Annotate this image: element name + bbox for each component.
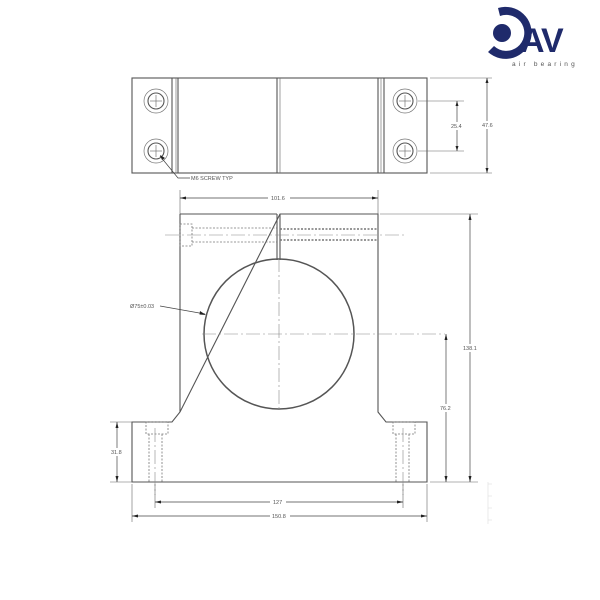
dim-base-height: 31.8: [111, 450, 122, 456]
dim-bore-diameter: Ø75±0.03: [130, 304, 154, 310]
screw-hole-icon: [143, 138, 169, 164]
dim-total-height: 138.1: [463, 346, 477, 352]
dim-base-width: 150.8: [272, 514, 286, 520]
screw-hole-icon: [392, 88, 418, 114]
top-view: M6 SCREW TYP 25.4 47.6: [131, 77, 496, 182]
dim-hole-pitch: 127: [273, 500, 282, 506]
screw-hole-icon: [143, 88, 169, 114]
dim-center-height: 76.2: [440, 406, 451, 412]
dim-hole-spacing: 25.4: [451, 124, 462, 130]
screw-callout: M6 SCREW TYP: [191, 176, 233, 182]
logo-tagline: air bearing: [512, 61, 578, 68]
logo-dot-icon: [493, 24, 511, 42]
company-logo: AV air bearing: [488, 6, 578, 68]
logo-swoosh-icon: [488, 6, 532, 59]
front-view: 101.6 Ø75±0.03: [109, 190, 492, 524]
dim-top-width: 101.6: [271, 196, 285, 202]
logo-letters: AV: [520, 22, 564, 60]
dim-top-height: 47.6: [482, 123, 493, 129]
screw-hole-icon: [392, 138, 418, 164]
faint-tick-marks: [487, 482, 492, 524]
